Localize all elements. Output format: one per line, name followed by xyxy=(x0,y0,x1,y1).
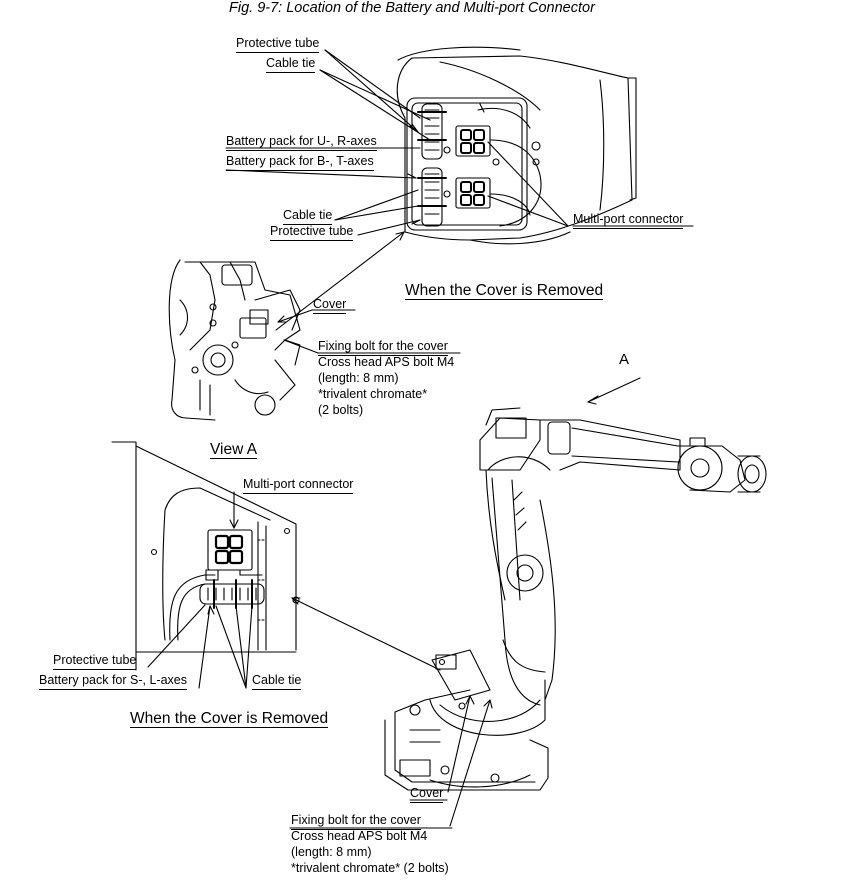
label-length-view-a: (length: 8 mm) xyxy=(318,371,399,385)
heading-cover-removed-bottom: When the Cover is Removed xyxy=(130,710,329,728)
label-fixing-bolt-robot: Fixing bolt for the cover xyxy=(291,813,421,830)
multiport-connector-top-2 xyxy=(455,177,491,209)
label-chromate-view-a: *trivalent chromate* xyxy=(318,387,428,401)
label-battery-sl: Battery pack for S-, L-axes xyxy=(39,673,187,690)
heading-cover-removed-top: When the Cover is Removed xyxy=(405,282,604,300)
label-bolt-type-view-a: Cross head APS bolt M4 xyxy=(318,355,455,369)
battery-pack-bt xyxy=(417,167,447,227)
label-arrow-a: A xyxy=(619,351,630,368)
label-chromate-robot: *trivalent chromate* (2 bolts) xyxy=(291,861,449,875)
label-cover-view-a: Cover xyxy=(313,297,347,314)
label-cable-tie-top: Cable tie xyxy=(266,56,316,73)
battery-pack-ur xyxy=(417,103,447,160)
label-multiport-bottom: Multi-port connector xyxy=(243,477,354,494)
label-bolt-type-robot: Cross head APS bolt M4 xyxy=(291,829,428,843)
label-battery-ur: Battery pack for U-, R-axes xyxy=(226,134,377,151)
multiport-connector-bottom xyxy=(207,529,253,571)
bottom-detail-drawing xyxy=(111,441,441,689)
top-detail-drawing xyxy=(225,46,694,245)
figure-title: Fig. 9-7: Location of the Battery and Mu… xyxy=(229,0,595,16)
label-protective-tube-top: Protective tube xyxy=(236,36,320,53)
heading-view-a: View A xyxy=(210,441,258,459)
label-cable-tie-mid: Cable tie xyxy=(283,208,333,225)
battery-pack-sl xyxy=(199,579,265,609)
robot-drawing xyxy=(384,407,767,791)
label-cover-robot: Cover xyxy=(410,786,444,803)
label-protective-tube-mid: Protective tube xyxy=(270,224,354,241)
multiport-connector-top-1 xyxy=(455,125,491,157)
label-multiport-top: Multi-port connector xyxy=(573,212,684,229)
label-cable-tie-bottom: Cable tie xyxy=(252,673,302,690)
label-count-view-a: (2 bolts) xyxy=(318,403,364,417)
label-battery-bt: Battery pack for B-, T-axes xyxy=(226,154,374,171)
label-length-robot: (length: 8 mm) xyxy=(291,845,372,859)
label-fixing-bolt-view-a: Fixing bolt for the cover xyxy=(318,339,448,356)
label-protective-tube-bottom: Protective tube xyxy=(53,653,137,670)
view-a-drawing xyxy=(168,231,641,421)
